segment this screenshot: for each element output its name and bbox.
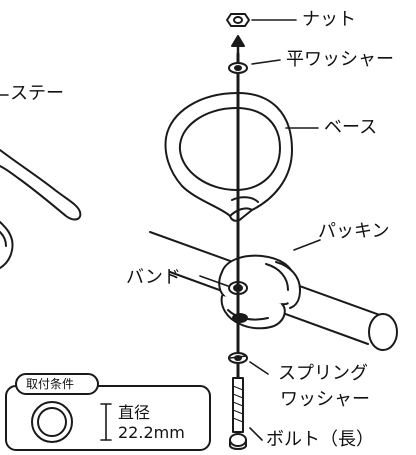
stay-part <box>0 149 82 269</box>
label-stay: ステー <box>10 83 64 104</box>
packing-strip <box>265 261 301 309</box>
label-flat-washer: 平ワッシャー <box>286 49 394 70</box>
spring-washer-part <box>228 352 248 364</box>
label-bolt: ボルト（長） <box>266 429 374 450</box>
label-band: バンド <box>126 267 181 288</box>
inset-diameter-value: 22.2mm <box>118 423 185 442</box>
label-spring-washer-1: スプリング <box>278 363 368 384</box>
inset-title: 取付条件 <box>26 377 75 391</box>
base-ring <box>164 92 293 222</box>
inset-diameter-label: 直径 <box>118 403 151 422</box>
label-packing: パッキン <box>318 221 390 242</box>
label-base: ベース <box>324 117 378 138</box>
bolt <box>229 52 247 450</box>
mounting-inset <box>5 373 211 451</box>
nut-part <box>226 13 250 27</box>
assembly-arrow <box>231 35 245 64</box>
flat-washer-part <box>228 62 248 74</box>
label-nut: ナット <box>302 9 356 30</box>
label-spring-washer-2: ワッシャー <box>280 389 370 410</box>
leader-lines <box>0 19 321 441</box>
